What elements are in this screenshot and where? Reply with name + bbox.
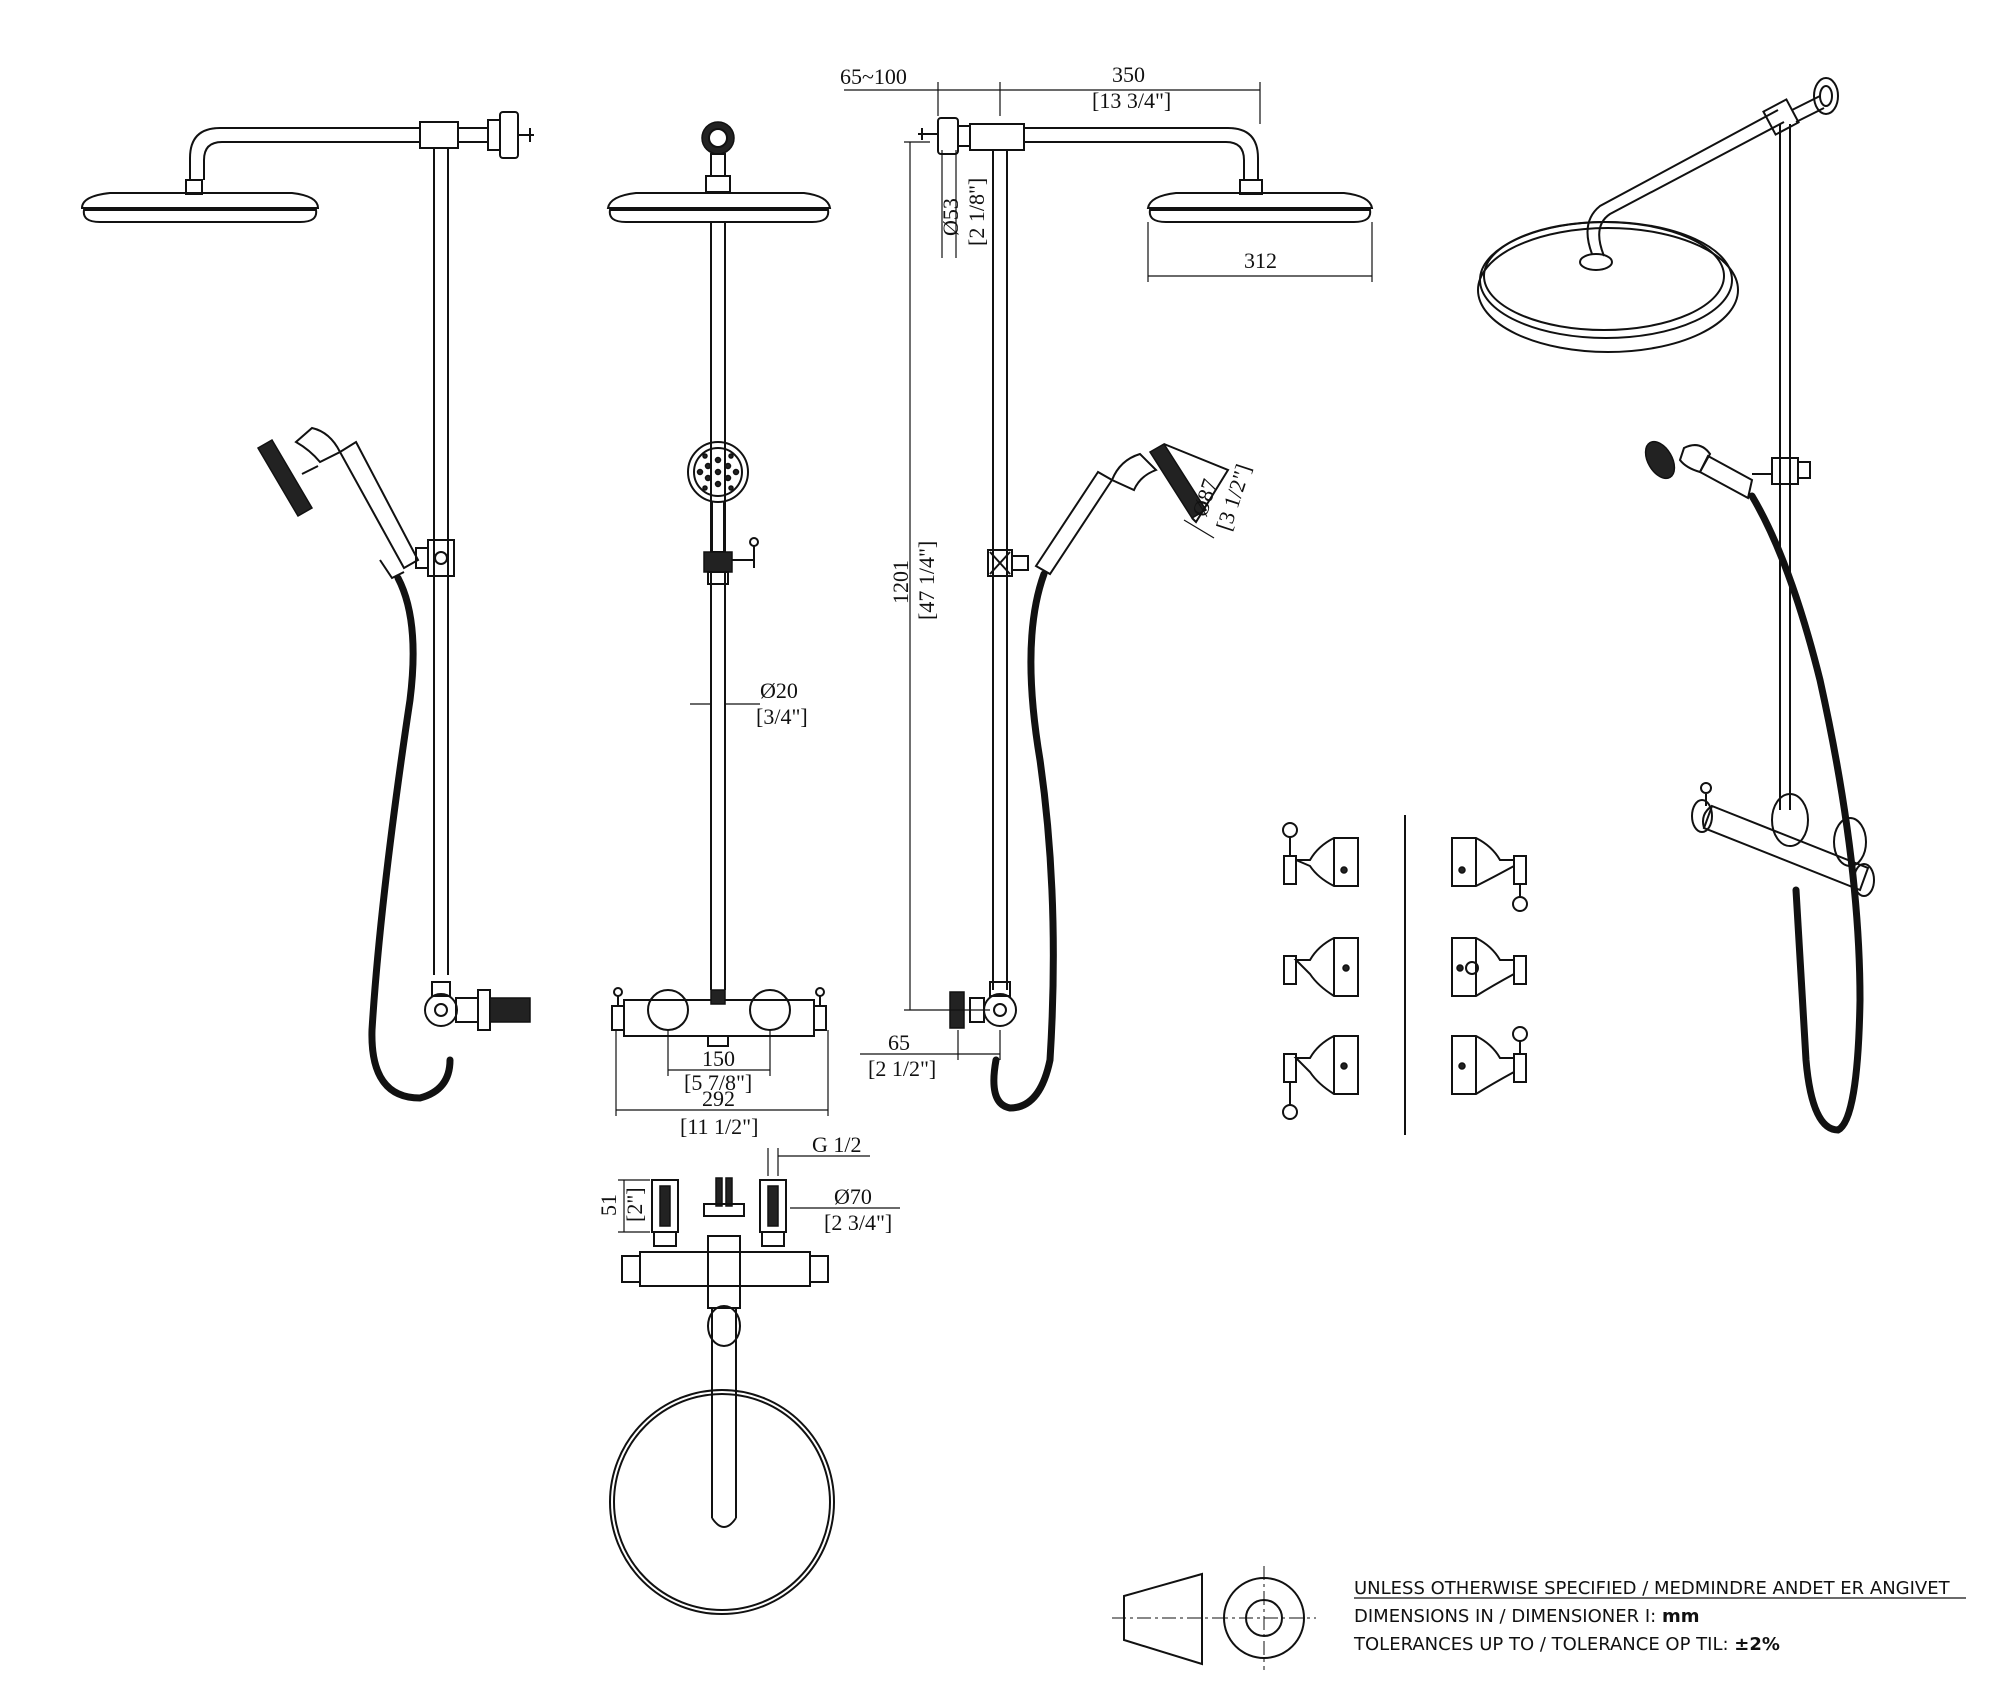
handle-variant-left-2 xyxy=(1283,937,1359,997)
dim-wall-bracket-dia-in: [2 1/8"] xyxy=(964,178,989,246)
dim-width-in: [11 1/2"] xyxy=(680,1114,758,1139)
dim-projection-mm: 65 xyxy=(888,1030,910,1055)
dim-centers-mm: 150 xyxy=(702,1046,735,1071)
dim-thread: G 1/2 xyxy=(812,1132,862,1157)
dim-rail-dia-in: [3/4"] xyxy=(756,704,808,729)
dim-rose-dia-mm: Ø70 xyxy=(834,1184,872,1209)
dim-arm-length-in: [13 3/4"] xyxy=(1092,88,1171,113)
note-tolerances: TOLERANCES UP TO / TOLERANCE OP TIL: ±2% xyxy=(1353,1634,1780,1655)
dim-height-in: [47 1/4"] xyxy=(914,541,939,620)
dim-rose-dia-in: [2 3/4"] xyxy=(824,1210,892,1235)
dim-wall-distance: 65~100 xyxy=(840,64,907,89)
dim-arm-length-mm: 350 xyxy=(1112,62,1145,87)
dim-wall-bracket-dia-mm: Ø53 xyxy=(938,198,963,236)
dim-height-mm: 1201 xyxy=(888,560,913,604)
dim-projection-in: [2 1/2"] xyxy=(868,1056,936,1081)
note-tolerances-value: ±2% xyxy=(1734,1634,1780,1655)
note-dimensions-unit: mm xyxy=(1662,1606,1700,1627)
front-view xyxy=(606,121,832,1116)
dim-centers-in: [5 7/8"] xyxy=(684,1070,752,1095)
dimension-labels: 65~100 350 [13 3/4"] 312 Ø20 [3/4"] 150 … xyxy=(596,62,1277,1235)
dim-connector-height-in: [2"] xyxy=(622,1187,647,1222)
drawing-notes: UNLESS OTHERWISE SPECIFIED / MEDMINDRE A… xyxy=(1353,1578,1966,1655)
isometric-view xyxy=(1477,77,1875,1134)
note-dimensions-label: DIMENSIONS IN / DIMENSIONER I: xyxy=(1354,1606,1662,1627)
dim-rail-dia-mm: Ø20 xyxy=(760,678,798,703)
side-view-right xyxy=(844,82,1374,1112)
handle-variants xyxy=(1282,815,1528,1135)
note-unless-specified: UNLESS OTHERWISE SPECIFIED / MEDMINDRE A… xyxy=(1354,1578,1951,1599)
dim-head-dia: 312 xyxy=(1244,248,1277,273)
bottom-view xyxy=(609,1148,900,1615)
handle-variant-left-1 xyxy=(1282,822,1359,887)
handle-variant-left-3 xyxy=(1282,1035,1359,1120)
handle-variant-right-2 xyxy=(1451,937,1527,997)
handle-variant-right-1 xyxy=(1451,837,1528,912)
note-tolerances-label: TOLERANCES UP TO / TOLERANCE OP TIL: xyxy=(1353,1634,1734,1655)
dim-connector-height-mm: 51 xyxy=(596,1194,621,1216)
note-dimensions: DIMENSIONS IN / DIMENSIONER I: mm xyxy=(1354,1606,1699,1627)
dim-width-mm: 292 xyxy=(702,1086,735,1111)
projection-symbol xyxy=(1112,1566,1316,1670)
spray-holes xyxy=(696,453,740,491)
handle-variant-right-3 xyxy=(1451,1026,1528,1095)
side-view-left xyxy=(80,111,534,1102)
